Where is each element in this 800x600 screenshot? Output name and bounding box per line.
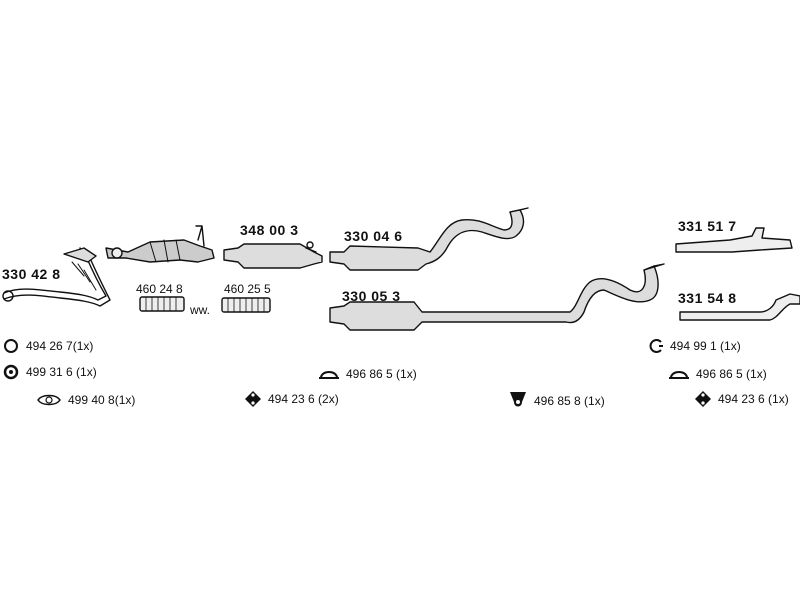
flange-gasket-icon	[37, 394, 61, 406]
part-label-catalyst: 348 00 3	[240, 222, 299, 238]
fitting-label: 494 99 1 (1x)	[670, 339, 741, 353]
part-label-flex-b: 460 25 5	[224, 282, 271, 296]
tail-pipe-a-drawing	[675, 227, 793, 253]
fitting-rubber-mount: 494 23 6 (2x)	[244, 390, 339, 408]
fitting-label: 499 40 8(1x)	[68, 393, 136, 407]
fitting-label: 496 86 5 (1x)	[346, 367, 417, 381]
part-label-centre-silencer: 330 04 6	[344, 228, 403, 244]
centre-silencer-drawing	[329, 207, 529, 271]
part-label-tail-pipe-a: 331 51 7	[678, 218, 737, 234]
gasket-icon	[3, 364, 19, 380]
rubber-mount-icon	[695, 391, 711, 407]
fitting-flange-gasket: 499 40 8(1x)	[36, 392, 135, 408]
fitting-label: 494 26 7(1x)	[26, 339, 94, 353]
part-label-front-pipe: 330 42 8	[2, 266, 61, 282]
part-label-rear-silencer: 330 05 3	[342, 288, 401, 304]
fitting-hanger: 496 85 8 (1x)	[508, 390, 605, 412]
rubber-mount-icon	[245, 391, 261, 407]
flex-a-drawing	[139, 296, 185, 312]
front-pipe-drawing	[2, 247, 111, 307]
fitting-clamp-ring-rear: 494 99 1 (1x)	[646, 338, 741, 354]
catalyst-silencer-drawing	[223, 241, 323, 269]
catalyst-drawing	[105, 225, 215, 263]
hanger-icon	[510, 392, 526, 407]
flex-b-drawing	[221, 297, 271, 313]
fitting-label: 494 23 6 (1x)	[718, 392, 789, 406]
clamp-ring-icon	[649, 339, 663, 353]
part-label-flex-a: 460 24 8	[136, 282, 183, 296]
part-label-tail-pipe-b: 331 54 8	[678, 290, 737, 306]
clamp-icon	[669, 371, 689, 379]
tail-pipe-b-drawing	[679, 293, 800, 321]
fitting-label: 499 31 6 (1x)	[26, 365, 97, 379]
clamp-icon	[319, 371, 339, 379]
fitting-label: 494 23 6 (2x)	[268, 392, 339, 406]
fitting-gasket-round: 499 31 6 (1x)	[2, 364, 97, 380]
fitting-clamp-rear: 496 86 5 (1x)	[668, 366, 767, 382]
fitting-clamp: 496 86 5 (1x)	[318, 366, 417, 382]
fitting-label: 496 86 5 (1x)	[696, 367, 767, 381]
fitting-clamp-ring: 494 26 7(1x)	[2, 338, 93, 354]
fitting-label: 496 85 8 (1x)	[534, 394, 605, 408]
clamp-ring-icon	[4, 339, 18, 353]
fitting-rubber-mount-rear: 494 23 6 (1x)	[694, 390, 789, 408]
rear-silencer-drawing	[329, 263, 665, 331]
part-label-ww: ww.	[190, 303, 211, 317]
